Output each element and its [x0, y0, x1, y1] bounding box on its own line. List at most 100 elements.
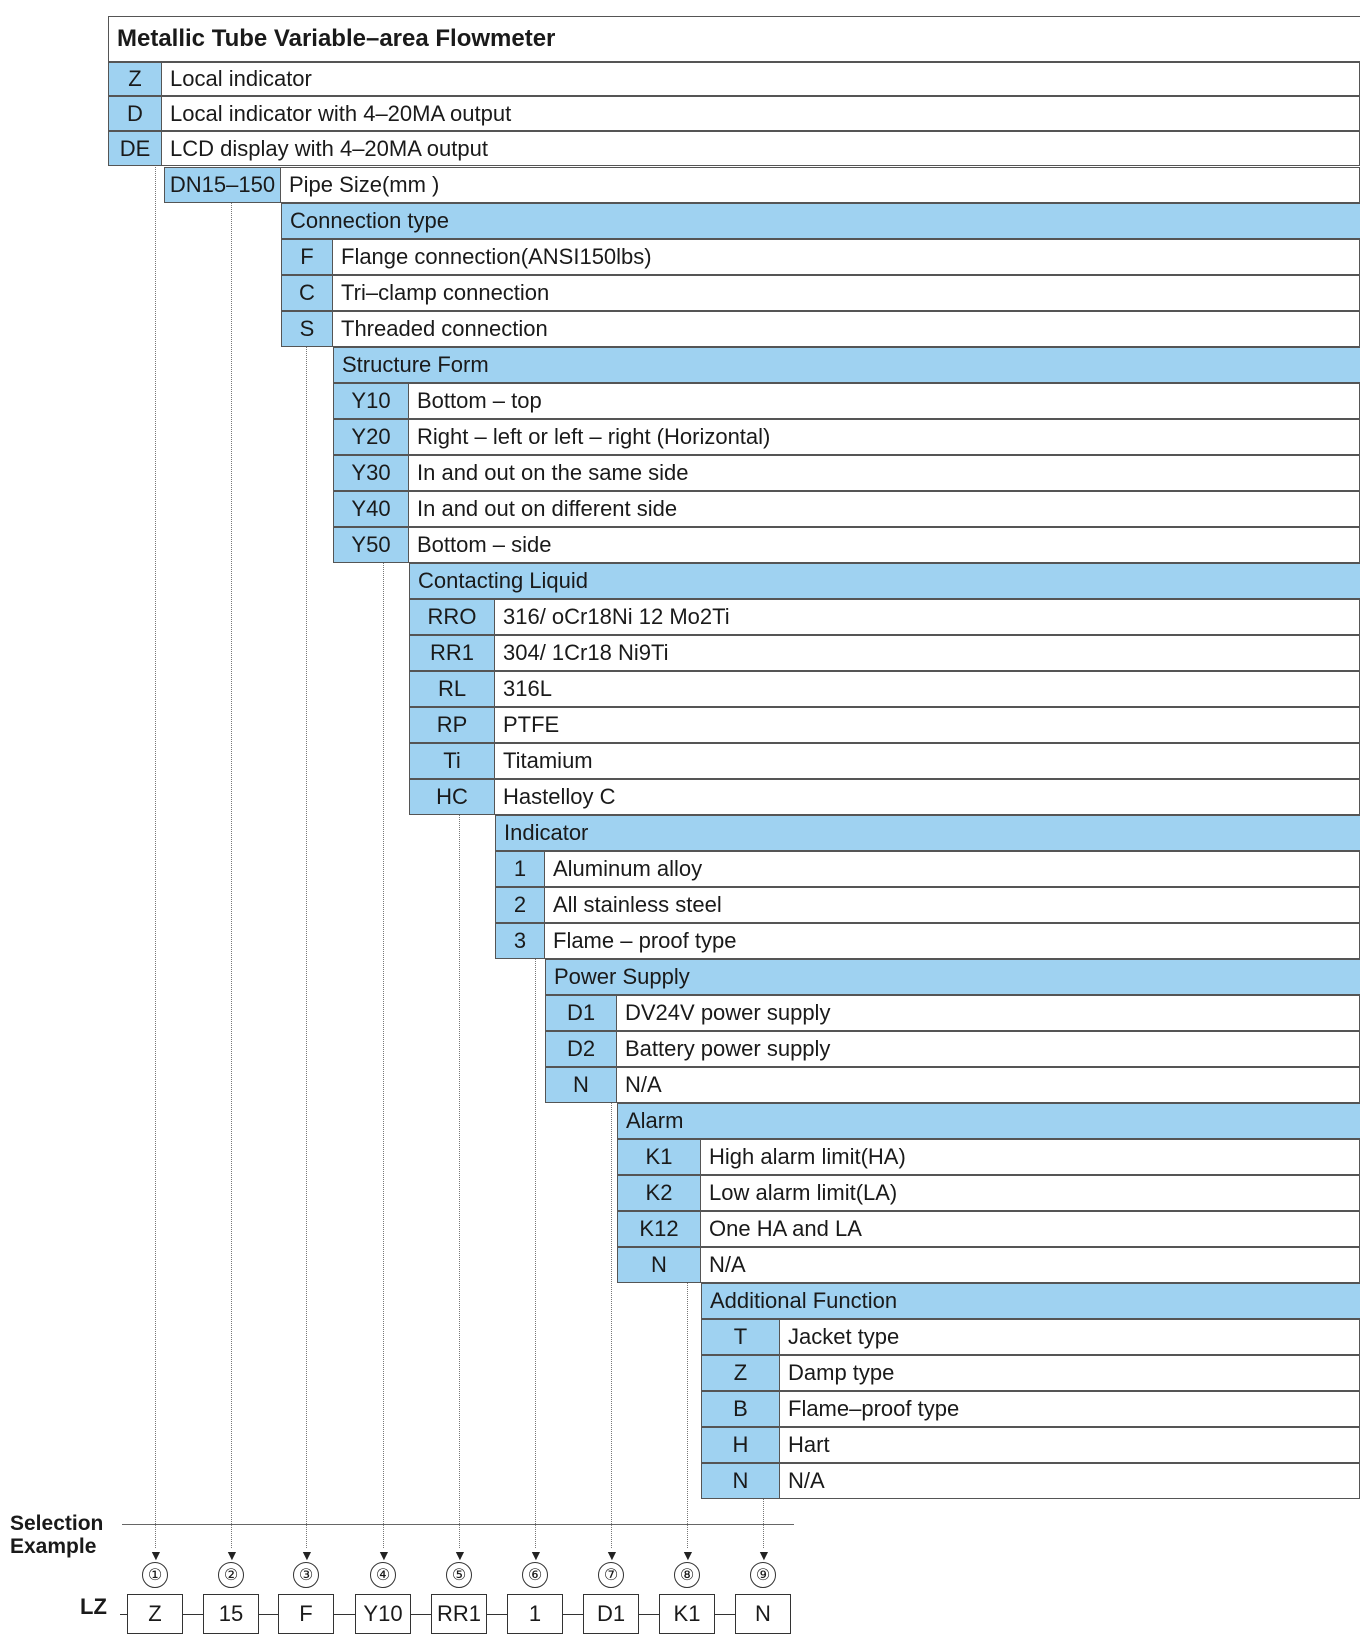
- option-description: Battery power supply: [617, 1031, 1360, 1067]
- option-description: Bottom – side: [409, 527, 1360, 563]
- option-description: One HA and LA: [701, 1211, 1360, 1247]
- option-description: Hart: [780, 1427, 1360, 1463]
- option-code: Y30: [333, 455, 409, 491]
- option-description: In and out on the same side: [409, 455, 1360, 491]
- selection-divider: [122, 1524, 794, 1525]
- option-code: Y10: [333, 383, 409, 419]
- arrow-down-icon: ▼: [149, 1547, 163, 1563]
- option-code: T: [701, 1319, 780, 1355]
- position-marker: ①: [142, 1562, 168, 1588]
- section-header: Connection type: [281, 203, 1360, 239]
- model-prefix: LZ: [80, 1594, 107, 1619]
- arrow-down-icon: ▼: [529, 1547, 543, 1563]
- option-description: High alarm limit(HA): [701, 1139, 1360, 1175]
- guide-line: [459, 815, 460, 1548]
- chart-title: Metallic Tube Variable–area Flowmeter: [108, 16, 1360, 62]
- position-marker: ⑦: [598, 1562, 624, 1588]
- option-description: 304/ 1Cr18 Ni9Ti: [495, 635, 1360, 671]
- option-code: D1: [545, 995, 617, 1031]
- selection-example-label: Selection Example: [10, 1512, 103, 1558]
- option-code: RP: [409, 707, 495, 743]
- arrow-down-icon: ▼: [300, 1547, 314, 1563]
- option-description: Flame – proof type: [545, 923, 1360, 959]
- option-code: Y50: [333, 527, 409, 563]
- guide-line: [155, 167, 156, 1548]
- selection-value: N: [735, 1594, 791, 1634]
- option-code: B: [701, 1391, 780, 1427]
- option-description: N/A: [780, 1463, 1360, 1499]
- section-header: Contacting Liquid: [409, 563, 1360, 599]
- option-description: Local indicator with 4–20MA output: [162, 96, 1360, 131]
- position-marker: ⑨: [750, 1562, 776, 1588]
- guide-line: [535, 959, 536, 1548]
- section-header: Additional Function: [701, 1283, 1360, 1319]
- option-description: Damp type: [780, 1355, 1360, 1391]
- option-description: Titamium: [495, 743, 1360, 779]
- option-description: LCD display with 4–20MA output: [162, 131, 1360, 166]
- option-description: All stainless steel: [545, 887, 1360, 923]
- option-code: RL: [409, 671, 495, 707]
- option-code: F: [281, 239, 333, 275]
- guide-line: [231, 203, 232, 1548]
- option-code: RRO: [409, 599, 495, 635]
- section-header: Power Supply: [545, 959, 1360, 995]
- arrow-down-icon: ▼: [377, 1547, 391, 1563]
- option-code: HC: [409, 779, 495, 815]
- option-code: S: [281, 311, 333, 347]
- option-description: 316/ oCr18Ni 12 Mo2Ti: [495, 599, 1360, 635]
- option-description: 316L: [495, 671, 1360, 707]
- option-code: Z: [701, 1355, 780, 1391]
- position-marker: ④: [370, 1562, 396, 1588]
- option-code: Z: [108, 62, 162, 96]
- guide-line: [611, 1103, 612, 1548]
- arrow-down-icon: ▼: [757, 1547, 771, 1563]
- selection-label-line2: Example: [10, 1535, 97, 1558]
- connector: [563, 1614, 583, 1615]
- option-code: N: [617, 1247, 701, 1283]
- option-code: Y40: [333, 491, 409, 527]
- option-description: N/A: [701, 1247, 1360, 1283]
- position-marker: ⑥: [522, 1562, 548, 1588]
- selection-value: 1: [507, 1594, 563, 1634]
- option-code: 1: [495, 851, 545, 887]
- option-description: Tri–clamp connection: [333, 275, 1360, 311]
- option-code: N: [701, 1463, 780, 1499]
- connector: [639, 1614, 659, 1615]
- option-code: Y20: [333, 419, 409, 455]
- option-description: DV24V power supply: [617, 995, 1360, 1031]
- selection-label-line1: Selection: [10, 1512, 104, 1535]
- option-description: Threaded connection: [333, 311, 1360, 347]
- connector: [120, 1614, 127, 1615]
- selection-value: RR1: [431, 1594, 487, 1634]
- option-code: H: [701, 1427, 780, 1463]
- guide-line: [687, 1283, 688, 1548]
- option-code: Ti: [409, 743, 495, 779]
- arrow-down-icon: ▼: [225, 1547, 239, 1563]
- selection-value: Z: [127, 1594, 183, 1634]
- option-description: Flame–proof type: [780, 1391, 1360, 1427]
- option-description: Right – left or left – right (Horizontal…: [409, 419, 1360, 455]
- connector: [411, 1614, 431, 1615]
- option-description: Flange connection(ANSI150lbs): [333, 239, 1360, 275]
- connector: [334, 1614, 355, 1615]
- connector: [259, 1614, 278, 1615]
- position-marker: ③: [293, 1562, 319, 1588]
- connector: [487, 1614, 507, 1615]
- option-code: D: [108, 96, 162, 131]
- position-marker: ②: [218, 1562, 244, 1588]
- position-marker: ⑧: [674, 1562, 700, 1588]
- guide-line: [383, 563, 384, 1548]
- option-code: DE: [108, 131, 162, 166]
- option-code: RR1: [409, 635, 495, 671]
- option-description: Local indicator: [162, 62, 1360, 96]
- selection-value: Y10: [355, 1594, 411, 1634]
- option-description: N/A: [617, 1067, 1360, 1103]
- connector: [715, 1614, 735, 1615]
- option-code: 3: [495, 923, 545, 959]
- position-marker: ⑤: [446, 1562, 472, 1588]
- option-description: Low alarm limit(LA): [701, 1175, 1360, 1211]
- section-header: Structure Form: [333, 347, 1360, 383]
- guide-line: [306, 347, 307, 1548]
- connector: [183, 1614, 203, 1615]
